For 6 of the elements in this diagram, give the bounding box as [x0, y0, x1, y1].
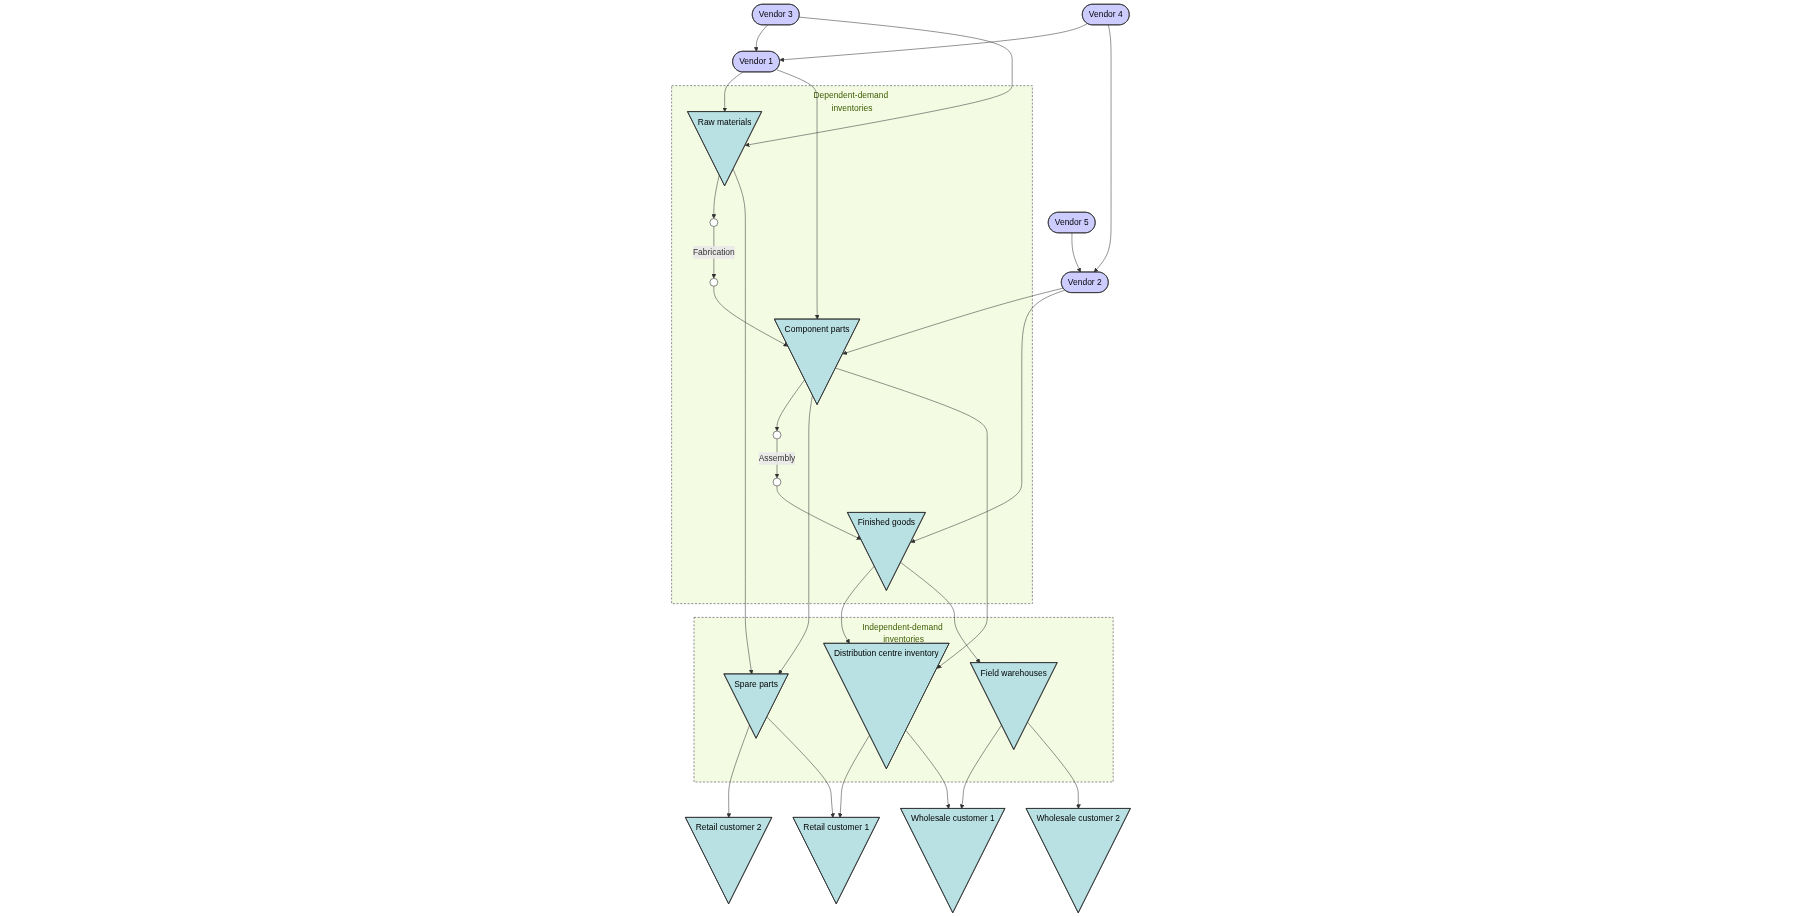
edge-label: Fabrication: [692, 247, 735, 257]
node-circle: [709, 278, 719, 287]
edge-label: Assembly: [758, 453, 796, 463]
node-circle: [772, 477, 782, 487]
node-circle: [772, 430, 782, 440]
node-circle: [709, 218, 719, 227]
